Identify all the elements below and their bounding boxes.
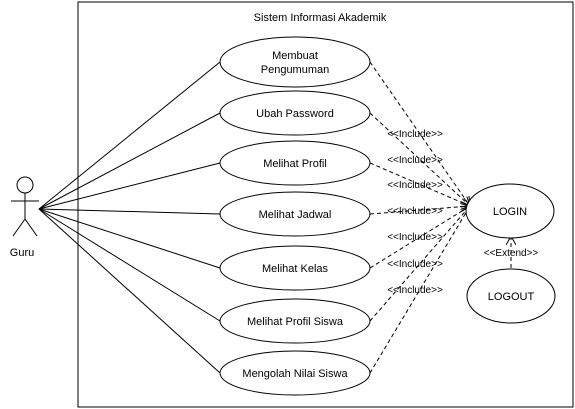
include-label: <<Include>> bbox=[387, 206, 443, 217]
login-label: LOGIN bbox=[493, 206, 527, 218]
include-line-uc7 bbox=[369, 206, 470, 374]
use-case-label-uc6: Melihat Profil Siswa bbox=[247, 316, 344, 328]
use-case-uc1[interactable] bbox=[219, 36, 371, 88]
include-labels: <<Include>> <<Include>> <<Include>> <<Inclu… bbox=[387, 129, 443, 296]
include-label: <<Include>> bbox=[387, 155, 443, 166]
include-lines bbox=[369, 61, 470, 374]
association-line-uc4 bbox=[38, 208, 221, 215]
actor-head bbox=[16, 176, 34, 194]
include-label: <<Include>> bbox=[387, 129, 443, 140]
system-title: Sistem Informasi Akademik bbox=[254, 12, 387, 24]
include-line-uc4 bbox=[369, 206, 470, 215]
association-line-uc5 bbox=[38, 208, 221, 269]
actor-leg-right bbox=[24, 218, 38, 237]
use-case-label-uc3: Melihat Profil bbox=[263, 158, 327, 170]
use-case-uc6[interactable] bbox=[219, 298, 371, 344]
include-label: <<Include>> bbox=[387, 232, 443, 243]
actor-leg-left bbox=[12, 218, 26, 237]
include-line-uc6 bbox=[369, 206, 470, 322]
association-line-uc2 bbox=[38, 112, 221, 210]
actor-guru[interactable] bbox=[11, 176, 39, 237]
association-line-uc3 bbox=[38, 162, 221, 210]
use-case-uc7[interactable] bbox=[219, 350, 371, 396]
use-case-label-uc1: Pengumuman bbox=[261, 64, 330, 76]
use-case-uc4[interactable] bbox=[219, 191, 371, 237]
include-line-uc5 bbox=[369, 206, 470, 269]
logout-label: LOGOUT bbox=[488, 291, 535, 303]
association-line-uc1 bbox=[38, 61, 221, 210]
include-label: <<Include>> bbox=[387, 259, 443, 270]
association-lines bbox=[38, 61, 221, 374]
include-label: <<Include>> bbox=[387, 285, 443, 296]
use-case-label-uc1: Membuat bbox=[272, 50, 318, 62]
use-case-uc5[interactable] bbox=[219, 245, 371, 291]
use-case-uc2[interactable] bbox=[219, 90, 371, 136]
use-case-label-uc5: Melihat Kelas bbox=[262, 263, 329, 275]
actor-name: Guru bbox=[10, 247, 34, 259]
use-case-label-uc2: Ubah Password bbox=[256, 108, 334, 120]
extend-label: <<Extend>> bbox=[484, 248, 539, 259]
login-use-case[interactable] bbox=[465, 183, 555, 239]
association-line-uc6 bbox=[38, 208, 221, 322]
use-case-label-uc4: Melihat Jadwal bbox=[259, 209, 332, 221]
use-case-uc3[interactable] bbox=[219, 140, 371, 186]
use-case-label-uc7: Mengolah Nilai Siswa bbox=[242, 368, 348, 380]
include-label: <<Include>> bbox=[387, 180, 443, 191]
include-line-uc1 bbox=[369, 61, 470, 206]
logout-use-case[interactable] bbox=[466, 268, 556, 324]
association-line-uc7 bbox=[38, 208, 221, 374]
include-line-uc2 bbox=[369, 112, 470, 206]
system-boundary bbox=[77, 1, 574, 408]
